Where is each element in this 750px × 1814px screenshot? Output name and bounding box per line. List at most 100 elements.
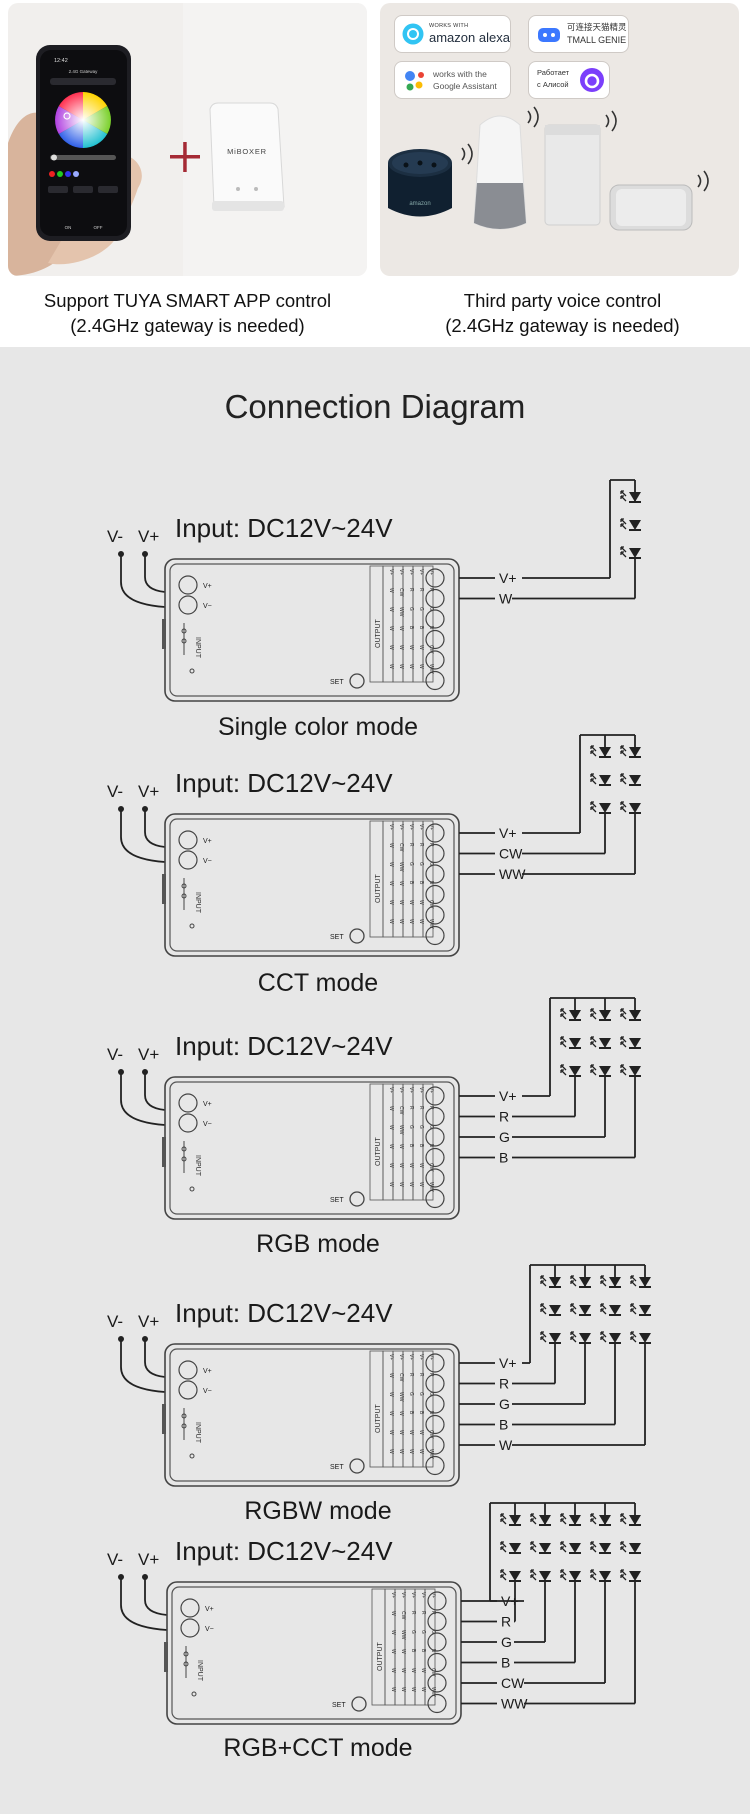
led-diode-icon [579,1305,591,1315]
output-table-cell: W [388,607,394,612]
output-table-cell: R [408,1373,414,1377]
output-table-cell: R [408,843,414,847]
led-diode-icon [609,1333,621,1343]
output-table-cell: W [388,1373,394,1378]
connection-diagram-section [0,347,750,1814]
board-output-label: OUTPUT [375,1137,382,1167]
board-vplus-label: V+ [203,838,212,845]
app-control-caption: Support TUYA SMART APP control (2.4GHz g… [0,288,375,338]
wire-label: R [501,1614,511,1630]
terminal-vminus-label: V- [107,527,123,546]
output-table-cell: G [408,862,414,866]
output-table-cell: V+ [408,569,414,575]
output-table-cell: R [418,1373,424,1377]
output-terminal [425,1188,445,1209]
output-table-cell: CW [398,1373,404,1382]
output-terminal [425,588,445,609]
output-table-cell: G [408,1125,414,1129]
output-table-cell: WW [428,1449,434,1459]
output-table-cell: W [408,1182,414,1187]
board-vminus-label: V− [203,1121,212,1128]
led-diode-icon [599,775,611,785]
led-diode-icon [599,747,611,757]
output-table-cell: G [420,1630,426,1634]
led-diode-icon [629,1038,641,1048]
output-table-cell: W [408,664,414,669]
controller-inner [171,1586,457,1720]
input-wire-positive [144,1339,166,1378]
input-voltage-label: Input: DC12V~24V [175,768,393,798]
output-table-cell: V+ [398,1354,404,1360]
led-diode-icon [509,1543,521,1553]
output-table-cell: W [398,645,404,650]
mode-diagram-4: Input: DC12V~24VV-V+V+V−INPUTSETOUTPUTV+… [107,1264,651,1525]
output-terminal [425,925,445,946]
led-diode-icon [629,1010,641,1020]
output-terminal [425,1168,445,1188]
output-terminal [425,1086,445,1106]
controller-body [164,558,460,702]
led-diode-icon [509,1515,521,1525]
input-terminal [178,595,198,615]
wire-label: R [499,1376,509,1392]
output-table-cell: W [390,1668,396,1673]
color-wheel-icon [55,92,111,148]
led-diode-icon [629,548,641,558]
output-table-cell: B [418,881,424,885]
output-table-cell: W [408,1163,414,1168]
voice-caption-line2: (2.4GHz gateway is needed) [445,315,680,336]
mode-diagram-5: Input: DC12V~24VV-V+V+V−INPUTSETOUTPUTV+… [107,1502,641,1762]
led-diode-icon [599,1038,611,1048]
output-table-cell: V+ [418,569,424,575]
wire-label: B [501,1655,510,1671]
output-table-cell: W [388,919,394,924]
output-table-cell: V+ [430,1592,436,1598]
led-diode-icon [629,803,641,813]
svg-text:2.4G Gateway: 2.4G Gateway [69,69,99,74]
output-table-cell: W [408,919,414,924]
output-table-cell: W [420,1687,426,1692]
output-terminal [425,1455,445,1476]
output-table-cell: R [418,1106,424,1110]
output-table-cell: V+ [388,569,394,575]
output-table-cell: B [418,1144,424,1148]
wire-label: V+ [499,825,517,841]
output-terminal [427,1611,447,1632]
output-table-cell: B [420,1649,426,1653]
led-diode-icon [579,1277,591,1287]
output-table-cell: W [418,1430,424,1435]
led-diode-icon [569,1038,581,1048]
tmall-speaker [544,110,617,226]
led-diode-icon [609,1277,621,1287]
output-table-cell: G [408,1392,414,1396]
board-input-label: INPUT [194,1422,201,1444]
board-vplus-label: V+ [203,1101,212,1108]
output-table-cell: R [408,588,414,592]
output-table-cell: W [388,843,394,848]
output-table-cell: CW [428,1430,434,1439]
output-table-cell: V+ [418,824,424,830]
output-table-cell: V+ [398,824,404,830]
output-terminal [425,823,445,843]
alexa-icon [402,23,424,45]
input-voltage-label: Input: DC12V~24V [175,1536,393,1566]
output-table-cell: W [388,881,394,886]
output-table-cell: CW [400,1611,406,1620]
led-diode-icon [629,1515,641,1525]
led-diode-icon [629,492,641,502]
output-table-cell: W [398,900,404,905]
set-label: SET [332,1702,346,1709]
output-table-cell: WW [428,919,434,929]
output-table-cell: B [418,1411,424,1415]
output-table-cell: B [418,626,424,630]
app-caption-line2: (2.4GHz gateway is needed) [70,315,305,336]
tmall-genie-badge: 可连接天猫精灵 TMALL GENIE [528,15,629,53]
led-diode-icon [549,1277,561,1287]
output-table-cell: B [428,1144,434,1148]
output-table-cell: V+ [418,1354,424,1360]
output-table-cell: R [410,1611,416,1615]
input-wire-positive [144,554,166,593]
controller-inner [169,1348,455,1482]
wire-label: WW [499,866,526,882]
